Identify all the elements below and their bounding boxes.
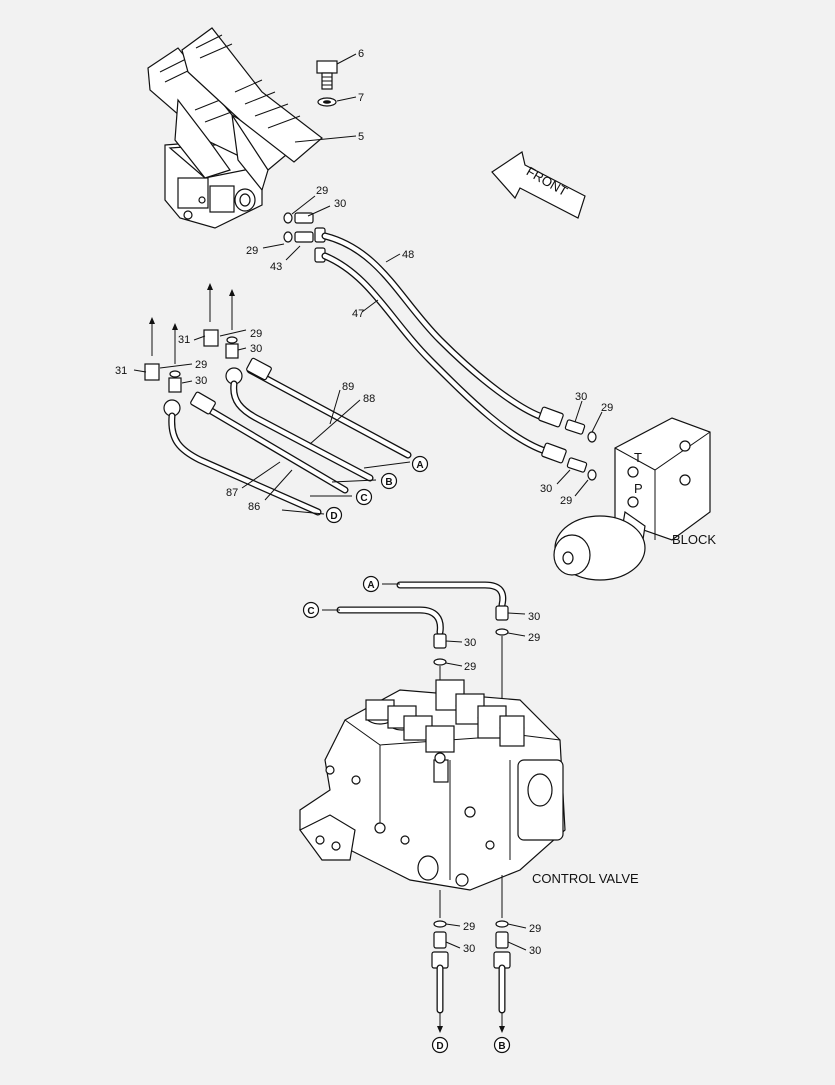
- left-fittings: [144, 283, 243, 417]
- control-valve: [299, 679, 566, 891]
- ref-circle-b: B: [493, 1036, 511, 1054]
- ref-circle-a: A: [411, 455, 429, 473]
- ref-c-text: C: [307, 606, 314, 617]
- callout-30: 30: [463, 943, 475, 955]
- ref-c-text: C: [360, 493, 367, 504]
- pedal-assembly: [147, 27, 323, 229]
- callout-29: 29: [529, 923, 541, 935]
- callout-30: 30: [575, 391, 587, 403]
- ref-circle-c: C: [355, 488, 373, 506]
- callout-43: 43: [270, 261, 282, 273]
- callout-30: 30: [464, 637, 476, 649]
- callout-30: 30: [529, 945, 541, 957]
- callout-5: 5: [358, 131, 364, 143]
- hoses-86-89: [168, 357, 412, 516]
- callout-29: 29: [250, 328, 262, 340]
- callout-29: 29: [463, 921, 475, 933]
- ref-circle-b: B: [380, 472, 398, 490]
- ref-b-text: B: [385, 477, 392, 488]
- callout-29: 29: [316, 185, 328, 197]
- callout-29: 29: [464, 661, 476, 673]
- ref-a-text: A: [367, 580, 374, 591]
- callout-30: 30: [528, 611, 540, 623]
- front-arrow: FRONT: [491, 151, 586, 219]
- callout-6: 6: [358, 48, 364, 60]
- control-valve-label: CONTROL VALVE: [532, 871, 639, 886]
- ref-circle-d: D: [431, 1036, 449, 1054]
- block-assembly: T P: [553, 417, 711, 581]
- callout-31: 31: [178, 334, 190, 346]
- callout-86: 86: [248, 501, 260, 513]
- hoses-47-48: [321, 232, 597, 481]
- callout-29: 29: [560, 495, 572, 507]
- callout-47: 47: [352, 308, 364, 320]
- callout-88: 88: [363, 393, 375, 405]
- callout-31: 31: [115, 365, 127, 377]
- ref-d-text: D: [330, 511, 337, 522]
- callout-7: 7: [358, 92, 364, 104]
- bolt-6: [316, 60, 338, 90]
- callout-30: 30: [540, 483, 552, 495]
- callout-30: 30: [195, 375, 207, 387]
- ref-b-text: B: [498, 1041, 505, 1052]
- callout-29: 29: [246, 245, 258, 257]
- ref-circle-a: A: [362, 575, 380, 593]
- callout-87: 87: [226, 487, 238, 499]
- callout-48: 48: [402, 249, 414, 261]
- port-t-label: T: [634, 450, 642, 465]
- callout-89: 89: [342, 381, 354, 393]
- ref-a-text: A: [416, 460, 423, 471]
- callout-30: 30: [250, 343, 262, 355]
- callout-30: 30: [334, 198, 346, 210]
- callout-29: 29: [601, 402, 613, 414]
- block-label: BLOCK: [672, 532, 716, 547]
- washer-7: [317, 97, 337, 107]
- callout-29: 29: [528, 632, 540, 644]
- ref-circle-d: D: [325, 506, 343, 524]
- port-p-label: P: [634, 481, 643, 496]
- ref-circle-c: C: [302, 601, 320, 619]
- callout-29: 29: [195, 359, 207, 371]
- pedal-fittings: [283, 212, 326, 263]
- ref-d-text: D: [436, 1041, 443, 1052]
